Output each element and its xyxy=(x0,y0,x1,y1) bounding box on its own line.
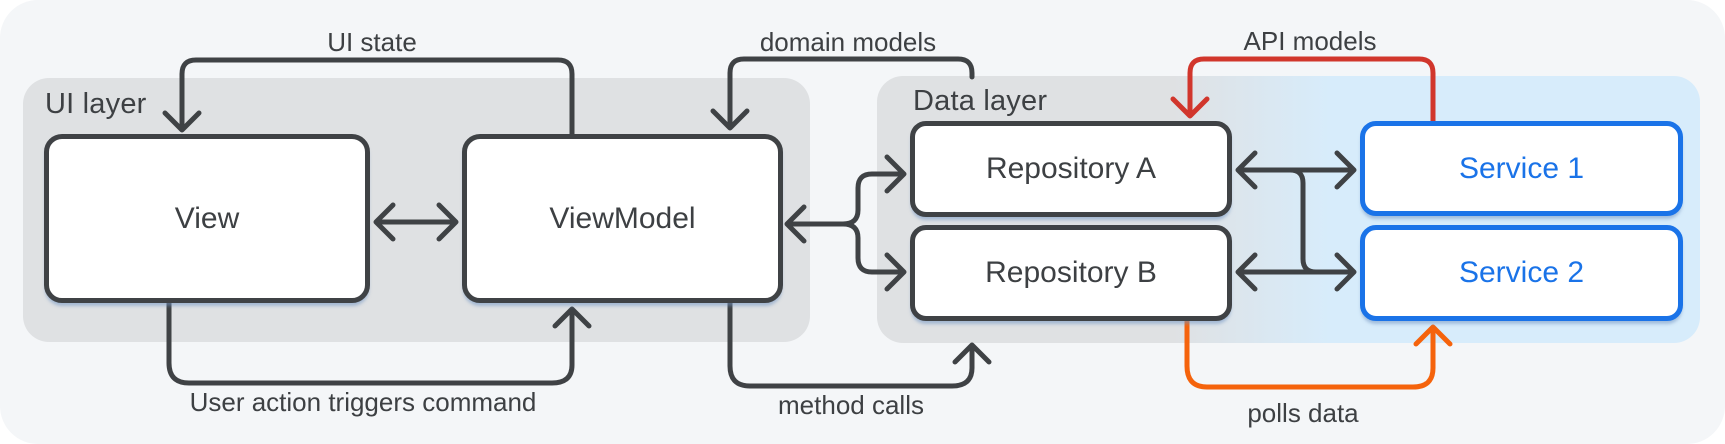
arrow-domain-models xyxy=(710,56,975,131)
repository-b-label: Repository B xyxy=(985,256,1157,289)
service-2-box: Service 2 xyxy=(1360,225,1683,321)
connector-repositories-services xyxy=(1287,167,1319,275)
arrow-user-action xyxy=(166,300,592,386)
repository-b-box: Repository B xyxy=(910,225,1232,321)
method-calls-label: method calls xyxy=(778,390,924,420)
data-layer-label: Data layer xyxy=(913,85,1048,117)
viewmodel-box: ViewModel xyxy=(462,134,783,303)
service-1-label: Service 1 xyxy=(1458,151,1585,185)
domain-models-label: domain models xyxy=(759,27,937,57)
view-box-label: View xyxy=(174,201,240,235)
ui-layer-label: UI layer xyxy=(45,88,147,120)
repository-a-label: Repository A xyxy=(985,152,1157,185)
arrow-method-calls xyxy=(727,300,992,389)
arrow-polls-data xyxy=(1184,318,1453,390)
polls-data-label: polls data xyxy=(1247,398,1359,428)
service-2-label: Service 2 xyxy=(1458,256,1585,289)
view-box: View xyxy=(44,134,370,303)
service-1-box: Service 1 xyxy=(1360,121,1683,216)
user-action-label: User action triggers command xyxy=(189,387,537,417)
repository-a-box: Repository A xyxy=(910,121,1232,217)
viewmodel-box-label: ViewModel xyxy=(549,201,696,235)
arrow-repository-b-service-2 xyxy=(1235,252,1357,292)
arrow-ui-state xyxy=(162,57,575,139)
arrow-viewmodel-repositories-fork xyxy=(784,154,907,292)
arrow-view-viewmodel xyxy=(373,202,459,242)
api-models-label: API models xyxy=(1243,26,1377,56)
ui-state-label: UI state xyxy=(327,27,417,57)
arrow-api-models xyxy=(1170,56,1436,124)
